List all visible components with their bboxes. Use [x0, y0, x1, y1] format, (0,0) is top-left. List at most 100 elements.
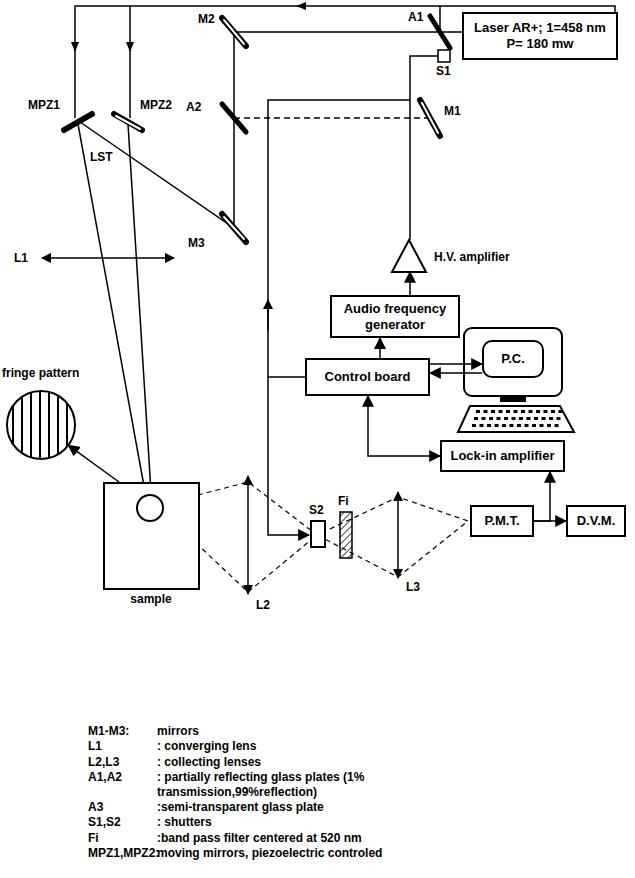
computer-screen: P.C. [482, 340, 544, 378]
lens [397, 492, 399, 578]
glass-plate [430, 16, 450, 48]
key-term: S1,S2 [88, 815, 121, 829]
connector [409, 272, 411, 295]
laser-box: Laser AR+; 1=458 nm P= 180 mw [462, 12, 618, 60]
box-label: Lock-in amplifier [450, 448, 554, 464]
dvm-box: D.V.M. [566, 505, 626, 537]
fringe-view: fringe pattern [2, 366, 112, 464]
shutter-box: S2 [309, 503, 327, 549]
part-label: L1 [14, 251, 28, 265]
lens [42, 257, 174, 259]
sample-outline [103, 482, 200, 590]
lockin-box: Lock-in amplifier [440, 440, 565, 472]
key-description: : partially reflecting glass plates (1% … [157, 770, 387, 799]
wire-arrow [267, 300, 269, 330]
pmt-box: P.M.T. [470, 505, 534, 537]
connector [368, 396, 440, 456]
sample-circle [137, 495, 163, 521]
mirror [222, 18, 246, 46]
laser-beam [80, 32, 462, 228]
piezo-mirror [116, 116, 140, 129]
fringe-line [66, 388, 68, 462]
monitor [464, 328, 562, 396]
fringe-line [48, 388, 50, 462]
key-description: :band pass filter centered at 520 nm [157, 831, 487, 845]
connector [534, 472, 550, 521]
control-box: Control board [305, 358, 430, 396]
mirror [222, 214, 246, 242]
amplifier-triangle: H.V. amplifier [390, 238, 530, 274]
key-term: M1-M3: [88, 724, 129, 738]
mirror [420, 100, 440, 136]
connector [379, 338, 381, 358]
shutter [438, 50, 450, 62]
connector [534, 520, 566, 522]
laser-beam [78, 124, 148, 508]
beam-dashed [234, 117, 428, 119]
mirror [224, 20, 244, 44]
keyboard-keys [472, 410, 563, 427]
fringe-line [21, 388, 23, 462]
connector [430, 363, 482, 365]
part-label: S1 [436, 64, 451, 78]
fringe-line [39, 388, 41, 462]
part-label: MPZ1 [28, 98, 60, 112]
amplifier-symbol [390, 238, 428, 274]
sample-holder: sample [95, 482, 207, 610]
glass-plate [222, 104, 246, 132]
part-label: L3 [406, 580, 420, 594]
light-cone [163, 482, 468, 592]
key-description: : converging lens [157, 739, 487, 753]
laser-beam [128, 124, 152, 508]
connector [268, 377, 309, 535]
fringe-line [57, 388, 59, 462]
mirror [422, 103, 438, 133]
box-label: Laser AR+; 1=458 nm P= 180 mw [468, 20, 612, 51]
mirror [224, 217, 244, 239]
box-label: P.M.T. [484, 513, 519, 529]
lens [247, 476, 249, 594]
beam-arrow [296, 2, 306, 10]
part-label: A2 [186, 100, 201, 114]
part-label: MPZ2 [140, 98, 172, 112]
shutter-label: S2 [309, 503, 327, 517]
beam-arrow [71, 42, 79, 52]
connector [69, 445, 119, 482]
amplifier-label: H.V. amplifier [434, 250, 510, 264]
box-label: D.V.M. [577, 513, 616, 529]
beam-arrow [126, 42, 134, 52]
band-pass-filter [340, 512, 352, 558]
part-label: M3 [188, 236, 205, 250]
keyboard [458, 406, 574, 432]
part-label: L2 [256, 598, 270, 612]
fringe-line [30, 388, 32, 462]
key-term: L1 [88, 739, 102, 753]
connector [430, 372, 482, 374]
fringe-outline [7, 391, 75, 459]
fringe-line [12, 388, 14, 462]
monitor-stand [500, 396, 526, 402]
key-description: : shutters [157, 815, 487, 829]
amplifier-outline [392, 240, 426, 272]
key-term: L2,L3 [88, 755, 119, 769]
key-term: Fi [88, 831, 99, 845]
fringe-circle [4, 388, 78, 462]
key-description: : collecting lenses [157, 755, 487, 769]
box-label: Control board [325, 369, 411, 385]
key-description: :semi-transparent glass plate [157, 800, 487, 814]
piezo-mirror [114, 114, 142, 130]
sample-label: sample [95, 592, 207, 606]
control-wire [410, 56, 438, 240]
laser-beam [75, 6, 440, 118]
generator-box: Audio frequency generator [330, 295, 460, 338]
part-label: M2 [198, 12, 215, 26]
fringe-lines [13, 388, 67, 462]
key-term: A3 [88, 800, 103, 814]
piezo-mirror [64, 114, 92, 130]
part-label: A1 [408, 10, 423, 24]
shutter-outline [310, 520, 326, 548]
sample-spot [95, 482, 207, 590]
box-label: P.C. [501, 351, 525, 367]
part-label: Fi [338, 494, 349, 508]
key-description: moving mirrors, piezoelectric controled [157, 846, 487, 860]
